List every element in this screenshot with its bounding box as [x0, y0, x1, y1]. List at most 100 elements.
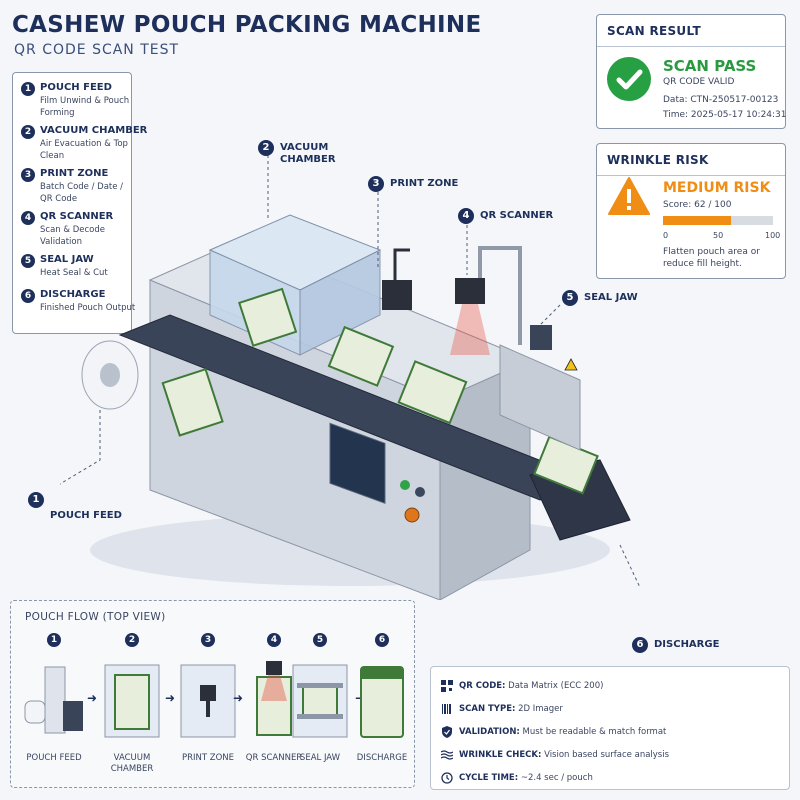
flow-step-label: VACUUM CHAMBER	[110, 753, 154, 774]
flow-step-number: 1	[47, 633, 61, 647]
packing-machine-illustration	[60, 155, 640, 600]
risk-recommendation: Flatten pouch area or reduce fill height…	[663, 247, 760, 269]
spec-value: ~2.4 sec / pouch	[520, 773, 593, 783]
step-description: Heat Seal & Cut	[40, 268, 108, 278]
callout-number: 5	[562, 290, 578, 306]
spec-key: QR CODE:	[459, 681, 506, 691]
step-number: 5	[21, 254, 35, 268]
callout-label: POUCH FEED	[50, 510, 122, 521]
step-label: QR SCANNER	[40, 211, 114, 222]
step-number: 3	[21, 168, 35, 182]
callout-number: 2	[258, 140, 274, 156]
callout-number: 4	[458, 208, 474, 224]
pouch-flow-heading: POUCH FLOW (TOP VIEW)	[25, 611, 166, 623]
risk-tick-0: 0	[663, 231, 669, 240]
flow-step-number: 5	[313, 633, 327, 647]
spec-panel: QR CODE: Data Matrix (ECC 200) SCAN TYPE…	[430, 666, 790, 790]
step-label: POUCH FEED	[40, 82, 112, 93]
callout-label: VACUUM CHAMBER	[280, 142, 336, 165]
callout-label: PRINT ZONE	[390, 178, 459, 189]
spec-key: WRINKLE CHECK:	[459, 750, 542, 760]
scan-status: SCAN PASS	[663, 57, 757, 75]
flow-step-label: QR SCANNER	[245, 753, 303, 763]
discharge-pouch-icon	[360, 666, 404, 738]
warning-icon	[607, 176, 651, 220]
spec-qr-code: QR CODE: Data Matrix (ECC 200)	[441, 680, 604, 692]
spec-validation: VALIDATION: Must be readable & match for…	[441, 726, 666, 738]
flow-step-label: POUCH FEED	[26, 753, 82, 763]
barcode-icon	[442, 704, 451, 714]
flow-step-vacuum-chamber: 2 VACUUM CHAMBER	[101, 633, 163, 774]
print-zone-icon	[180, 664, 236, 738]
shield-check-icon	[442, 726, 452, 738]
spec-key: SCAN TYPE:	[459, 704, 516, 714]
scan-data-value: Data: CTN-250517-00123	[663, 95, 779, 105]
process-steps-panel: 1 POUCH FEED Film Unwind & Pouch Forming…	[12, 72, 147, 334]
spec-wrinkle-check: WRINKLE CHECK: Vision based surface anal…	[441, 750, 669, 760]
flow-step-number: 2	[125, 633, 139, 647]
flow-step-label: PRINT ZONE	[181, 753, 235, 763]
wrinkle-risk-card: WRINKLE RISK MEDIUM RISK Score: 62 / 100…	[596, 143, 786, 279]
check-icon	[607, 57, 651, 101]
step-label: VACUUM CHAMBER	[40, 125, 148, 136]
flow-step-number: 3	[201, 633, 215, 647]
spec-key: VALIDATION:	[459, 727, 520, 737]
pouch-3	[327, 325, 395, 387]
flow-step-number: 4	[267, 633, 281, 647]
flow-step-label: DISCHARGE	[356, 753, 408, 763]
pouch-feed-icon	[24, 666, 83, 734]
risk-tick-50: 50	[713, 231, 724, 240]
step-description: Air Evacuation & Top Clean	[40, 139, 128, 161]
step-description: Batch Code / Date / QR Code	[40, 182, 124, 204]
qr-code-icon	[441, 680, 453, 692]
pouch-flow-panel: POUCH FLOW (TOP VIEW) 1 POUCH FEED ➜ 2 V…	[10, 600, 415, 788]
scan-result-heading: SCAN RESULT	[607, 24, 701, 38]
flow-step-print-zone: 3 PRINT ZONE	[177, 633, 239, 773]
flow-step-label: SEAL JAW	[299, 753, 341, 763]
step-number: 6	[21, 289, 35, 303]
spec-key: CYCLE TIME:	[459, 773, 519, 783]
spec-scan-type: SCAN TYPE: 2D Imager	[441, 704, 563, 714]
step-label: DISCHARGE	[40, 289, 106, 300]
step-description: Scan & Decode Validation	[40, 225, 105, 247]
callout-label: QR SCANNER	[480, 210, 554, 221]
flow-step-pouch-feed: 1 POUCH FEED	[23, 633, 85, 773]
flow-step-number: 6	[375, 633, 389, 647]
seal-jaw-icon	[292, 664, 348, 738]
step-description: Finished Pouch Output	[40, 303, 136, 313]
callout-number: 1	[28, 492, 44, 508]
flow-arrow-icon: ➜	[165, 691, 176, 705]
risk-score-bar	[663, 216, 773, 225]
pouch-1	[161, 367, 224, 437]
clock-icon	[441, 772, 453, 784]
step-number: 1	[21, 82, 35, 96]
pouch-2	[238, 287, 298, 347]
callout-label: SEAL JAW	[584, 292, 638, 303]
scan-result-card: SCAN RESULT SCAN PASS QR CODE VALID Data…	[596, 14, 787, 129]
wrinkle-risk-heading: WRINKLE RISK	[607, 153, 709, 167]
flow-arrow-icon: ➜	[233, 691, 244, 705]
callout-label: DISCHARGE	[654, 639, 720, 650]
waves-icon	[441, 750, 453, 760]
pouch-4	[397, 360, 468, 425]
risk-tick-100: 100	[765, 231, 781, 240]
scan-sub-status: QR CODE VALID	[663, 77, 735, 87]
page-subtitle: QR CODE SCAN TEST	[14, 42, 180, 58]
qr-scanner-icon	[256, 661, 292, 736]
step-label: PRINT ZONE	[40, 168, 109, 179]
flow-arrow-icon: ➜	[87, 691, 98, 705]
step-description: Film Unwind & Pouch Forming	[40, 96, 130, 118]
step-label: SEAL JAW	[40, 254, 94, 265]
spec-value: Data Matrix (ECC 200)	[508, 681, 604, 691]
spec-value: 2D Imager	[518, 704, 563, 714]
step-number: 4	[21, 211, 35, 225]
spec-value: Vision based surface analysis	[544, 750, 670, 760]
step-number: 2	[21, 125, 35, 139]
callout-number: 6	[632, 637, 648, 653]
spec-cycle-time: CYCLE TIME: ~2.4 sec / pouch	[441, 772, 593, 784]
risk-score-fill	[663, 216, 732, 225]
vacuum-chamber-icon	[104, 664, 160, 738]
flow-step-discharge: 6 DISCHARGE	[351, 633, 413, 773]
flow-step-qr-scanner: 4 QR SCANNER	[243, 633, 305, 773]
risk-level: MEDIUM RISK	[663, 180, 771, 196]
